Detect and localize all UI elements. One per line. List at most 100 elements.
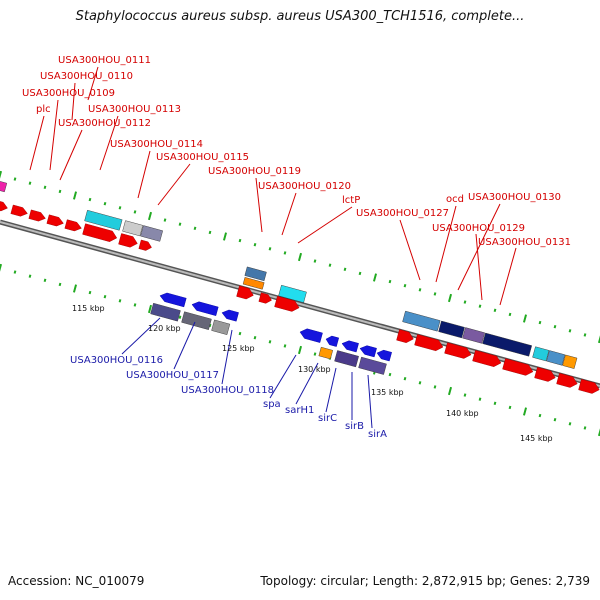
gene-feature[interactable] bbox=[28, 209, 47, 223]
gene-feature[interactable] bbox=[191, 300, 219, 316]
gene-feature[interactable] bbox=[0, 199, 9, 212]
gene-label[interactable]: USA300HOU_0119 bbox=[208, 166, 301, 177]
forward-gene-arrow[interactable] bbox=[64, 219, 83, 233]
forward-gene-arrow[interactable] bbox=[0, 199, 9, 212]
gene-feature[interactable] bbox=[546, 350, 566, 366]
gene-box[interactable] bbox=[482, 332, 532, 357]
gene-feature[interactable] bbox=[482, 332, 532, 357]
gene-feature[interactable] bbox=[46, 214, 65, 228]
gene-label[interactable]: USA300HOU_0118 bbox=[181, 385, 274, 396]
gene-label[interactable]: sirB bbox=[345, 421, 364, 432]
reverse-gene-arrow[interactable] bbox=[325, 335, 340, 347]
forward-gene-arrow[interactable] bbox=[138, 239, 153, 252]
forward-gene-arrow[interactable] bbox=[236, 285, 255, 301]
gene-feature[interactable] bbox=[118, 233, 139, 248]
gene-box[interactable] bbox=[402, 310, 441, 332]
gene-feature[interactable] bbox=[402, 310, 441, 332]
forward-gene-arrow[interactable] bbox=[502, 358, 535, 377]
gene-label[interactable]: USA300HOU_0109 bbox=[22, 88, 115, 99]
forward-gene-arrow[interactable] bbox=[258, 292, 273, 305]
gene-box[interactable] bbox=[334, 350, 359, 368]
forward-gene-arrow[interactable] bbox=[28, 209, 47, 223]
gene-feature[interactable] bbox=[472, 350, 503, 368]
gene-feature[interactable] bbox=[396, 329, 415, 344]
gene-feature[interactable] bbox=[376, 349, 392, 362]
gene-feature[interactable] bbox=[414, 334, 445, 352]
gene-label[interactable]: USA300HOU_0129 bbox=[432, 223, 525, 234]
gene-feature[interactable] bbox=[556, 372, 579, 389]
gene-label[interactable]: USA300HOU_0131 bbox=[478, 237, 571, 248]
gene-box[interactable] bbox=[244, 266, 267, 282]
gene-label[interactable]: USA300HOU_0115 bbox=[156, 152, 249, 163]
gene-feature[interactable] bbox=[534, 366, 557, 383]
gene-label[interactable]: USA300HOU_0120 bbox=[258, 181, 351, 192]
gene-feature[interactable] bbox=[274, 295, 301, 313]
reverse-gene-arrow[interactable] bbox=[359, 344, 377, 358]
gene-feature[interactable] bbox=[242, 277, 265, 290]
gene-feature[interactable] bbox=[358, 356, 387, 375]
gene-feature[interactable] bbox=[444, 342, 473, 360]
gene-feature[interactable] bbox=[299, 327, 323, 343]
gene-feature[interactable] bbox=[82, 223, 119, 244]
gene-feature[interactable] bbox=[0, 180, 8, 193]
gene-feature[interactable] bbox=[341, 339, 359, 353]
gene-feature[interactable] bbox=[325, 335, 340, 347]
gene-feature[interactable] bbox=[278, 284, 307, 303]
gene-label[interactable]: spa bbox=[263, 399, 281, 410]
gene-box[interactable] bbox=[358, 356, 387, 375]
gene-box[interactable] bbox=[462, 327, 485, 344]
gene-box[interactable] bbox=[532, 346, 550, 362]
gene-feature[interactable] bbox=[258, 292, 273, 305]
gene-feature[interactable] bbox=[64, 219, 83, 233]
forward-gene-arrow[interactable] bbox=[46, 214, 65, 228]
gene-label[interactable]: lctP bbox=[342, 195, 360, 206]
forward-gene-arrow[interactable] bbox=[534, 366, 557, 383]
forward-gene-arrow[interactable] bbox=[118, 233, 139, 248]
gene-feature[interactable] bbox=[502, 358, 535, 377]
forward-gene-arrow[interactable] bbox=[396, 329, 415, 344]
gene-features[interactable] bbox=[0, 180, 600, 396]
gene-feature[interactable] bbox=[244, 266, 267, 282]
gene-box[interactable] bbox=[122, 220, 144, 237]
gene-feature[interactable] bbox=[84, 209, 123, 231]
gene-label[interactable]: sirA bbox=[368, 429, 387, 440]
gene-feature[interactable] bbox=[318, 346, 334, 360]
gene-feature[interactable] bbox=[122, 220, 144, 237]
gene-feature[interactable] bbox=[150, 302, 181, 322]
gene-labels-forward[interactable]: USA300HOU_0111 USA300HOU_0110 USA300HOU_… bbox=[22, 55, 571, 248]
gene-box[interactable] bbox=[140, 225, 163, 242]
gene-feature[interactable] bbox=[562, 354, 578, 369]
gene-box[interactable] bbox=[318, 346, 334, 360]
gene-label[interactable]: USA300HOU_0127 bbox=[356, 208, 449, 219]
forward-gene-arrow[interactable] bbox=[472, 350, 503, 368]
gene-feature[interactable] bbox=[438, 320, 465, 339]
forward-gene-arrow[interactable] bbox=[10, 204, 29, 218]
gene-box[interactable] bbox=[211, 319, 231, 335]
gene-label[interactable]: USA300HOU_0130 bbox=[468, 192, 561, 203]
gene-feature[interactable] bbox=[181, 311, 212, 330]
reverse-gene-arrow[interactable] bbox=[221, 308, 239, 322]
gene-feature[interactable] bbox=[359, 344, 377, 358]
gene-feature[interactable] bbox=[10, 204, 29, 218]
gene-label[interactable]: sirC bbox=[318, 413, 337, 424]
gene-box[interactable] bbox=[84, 209, 123, 231]
forward-gene-arrow[interactable] bbox=[578, 378, 600, 395]
gene-label[interactable]: plc bbox=[36, 104, 51, 115]
gene-box[interactable] bbox=[0, 180, 8, 193]
gene-label[interactable]: USA300HOU_0114 bbox=[110, 139, 203, 150]
gene-label[interactable]: USA300HOU_0113 bbox=[88, 104, 181, 115]
gene-box[interactable] bbox=[562, 354, 578, 369]
gene-label[interactable]: USA300HOU_0117 bbox=[126, 370, 219, 381]
gene-label[interactable]: ocd bbox=[446, 194, 464, 205]
reverse-gene-arrow[interactable] bbox=[159, 291, 187, 308]
gene-feature[interactable] bbox=[159, 291, 187, 308]
gene-feature[interactable] bbox=[211, 319, 231, 335]
gene-label[interactable]: USA300HOU_0116 bbox=[70, 355, 163, 366]
gene-label[interactable]: USA300HOU_0111 bbox=[58, 55, 151, 66]
gene-feature[interactable] bbox=[221, 308, 239, 322]
gene-box[interactable] bbox=[150, 302, 181, 322]
reverse-gene-arrow[interactable] bbox=[191, 300, 219, 316]
gene-feature[interactable] bbox=[462, 327, 485, 344]
gene-label[interactable]: USA300HOU_0112 bbox=[58, 118, 151, 129]
